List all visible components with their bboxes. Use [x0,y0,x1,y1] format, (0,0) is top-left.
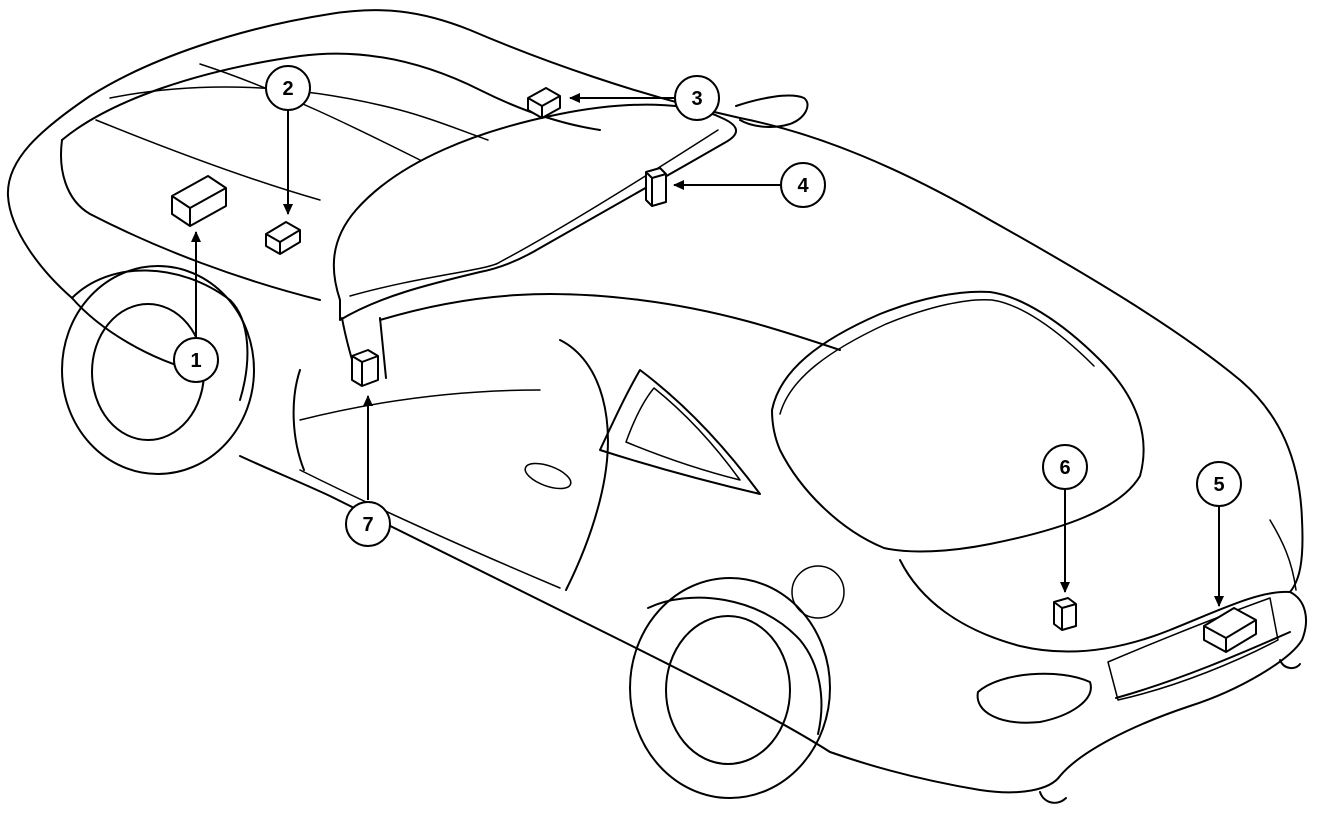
callout-4: 4 [780,162,826,208]
callout-1: 1 [173,337,219,383]
component-module-1 [171,175,227,227]
callout-7: 7 [345,501,391,547]
rear-wheel [629,577,831,799]
component-module-5 [1203,607,1257,653]
leader-arrows [191,93,1224,607]
callout-2: 2 [265,65,311,111]
callout-3: 3 [674,75,720,121]
component-module-7 [351,349,379,387]
callout-1-label: 1 [190,350,201,372]
car-body-outline [6,9,1307,804]
callout-6: 6 [1042,444,1088,490]
callout-2-label: 2 [282,78,293,100]
component-module-3 [527,87,561,119]
component-module-4 [645,167,667,207]
callout-4-label: 4 [797,175,809,197]
callout-6-label: 6 [1059,457,1070,479]
front-wheel [61,265,255,475]
callout-5: 5 [1196,461,1242,507]
component-module-2 [265,221,301,255]
component-module-6 [1053,597,1077,631]
callout-3-label: 3 [691,88,702,110]
callout-7-label: 7 [362,514,373,536]
callout-5-label: 5 [1213,474,1224,496]
